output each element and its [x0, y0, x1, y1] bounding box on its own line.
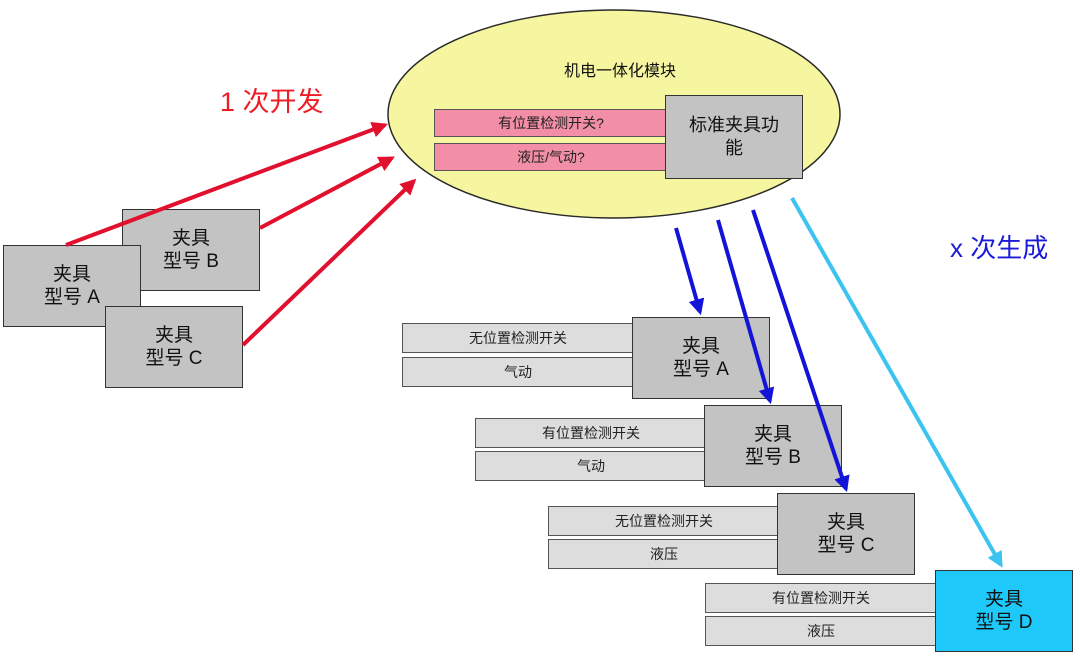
module-title: 机电一体化模块	[563, 63, 676, 80]
gen-b-sensor-bar: 有位置检测开关	[475, 418, 707, 448]
module-option-drive: 液压/气动?	[434, 143, 668, 171]
generate-x-label: x 次生成	[950, 233, 1049, 263]
generated-fixture-a: 夹具 型号 A	[632, 317, 770, 399]
module-option-sensor: 有位置检测开关?	[434, 109, 668, 137]
gen-d-drive-bar: 液压	[705, 616, 937, 646]
generated-fixture-d: 夹具 型号 D	[935, 570, 1073, 652]
generated-fixture-b: 夹具 型号 B	[704, 405, 842, 487]
gen-a-drive-bar: 气动	[402, 357, 634, 387]
develop-once-label: 1 次开发	[220, 87, 324, 117]
generated-fixture-c: 夹具 型号 C	[777, 493, 915, 575]
standard-function-box: 标准夹具功 能	[665, 95, 803, 179]
gen-b-drive-bar: 气动	[475, 451, 707, 481]
gen-a-sensor-bar: 无位置检测开关	[402, 323, 634, 353]
gen-c-sensor-bar: 无位置检测开关	[548, 506, 780, 536]
source-fixture-b: 夹具 型号 B	[122, 209, 260, 291]
source-fixture-c: 夹具 型号 C	[105, 306, 243, 388]
gen-d-sensor-bar: 有位置检测开关	[705, 583, 937, 613]
gen-c-drive-bar: 液压	[548, 539, 780, 569]
